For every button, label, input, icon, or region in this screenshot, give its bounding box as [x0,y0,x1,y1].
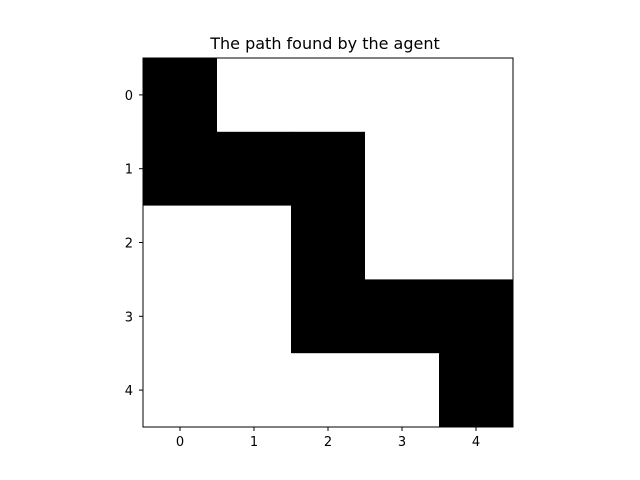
x-tick-label: 1 [250,435,258,450]
heatmap-cell-r4-c2 [291,353,366,428]
heatmap-cell-r4-c4 [439,353,514,428]
heatmap-cell-r4-c1 [217,353,292,428]
heatmap-cell-r0-c0 [143,58,218,133]
x-tick-label: 2 [324,435,332,450]
heatmap-cell-r3-c1 [217,279,292,354]
heatmap-cell-r3-c0 [143,279,218,354]
heatmap-cells [143,58,514,428]
y-tick-label: 1 [125,163,133,178]
heatmap-cell-r2-c0 [143,205,218,280]
x-tick-label: 3 [398,435,406,450]
y-tick-label: 4 [125,384,133,399]
heatmap-cell-r1-c2 [291,131,366,207]
x-tick-label: 0 [176,435,184,450]
heatmap-cell-r1-c3 [365,131,440,207]
heatmap-cell-r2-c1 [217,205,292,280]
y-axis: 0 1 2 3 4 [125,89,143,399]
heatmap-cell-r1-c1 [217,131,292,207]
y-tick-label: 0 [125,89,133,104]
heatmap-cell-r4-c3 [365,353,440,428]
heatmap-cell-r4-c0 [143,353,218,428]
heatmap-cell-r0-c3 [365,58,440,133]
heatmap-cell-r2-c3 [365,205,440,280]
heatmap-cell-r1-c4 [439,131,514,207]
heatmap-cell-r3-c2 [291,279,366,354]
heatmap-cell-r1-c0 [143,131,218,207]
heatmap-cell-r2-c4 [439,205,514,280]
x-tick-label: 4 [472,435,480,450]
x-axis: 0 1 2 3 4 [176,427,480,450]
heatmap-cell-r0-c1 [217,58,292,133]
heatmap-cell-r0-c4 [439,58,514,133]
heatmap-cell-r3-c3 [365,279,440,354]
y-tick-label: 3 [125,310,133,325]
heatmap-cell-r2-c2 [291,205,366,280]
chart-title: The path found by the agent [209,34,440,53]
heatmap-cell-r3-c4 [439,279,514,354]
heatmap-cell-r0-c2 [291,58,366,133]
y-tick-label: 2 [125,237,133,252]
